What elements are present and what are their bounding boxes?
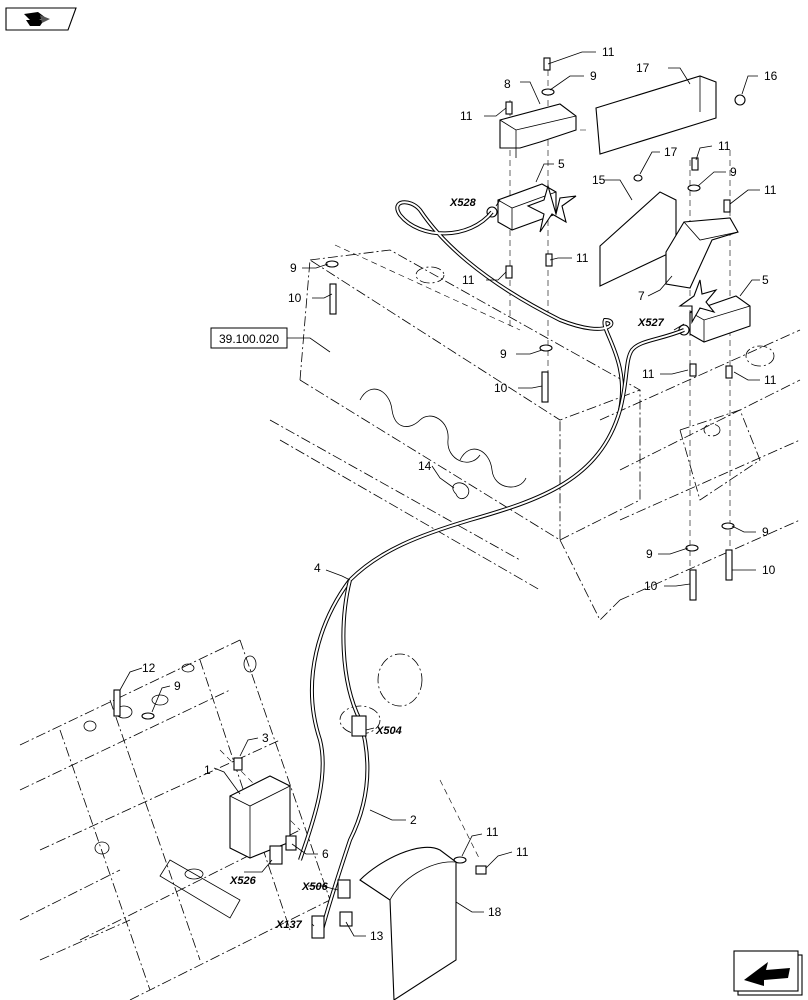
callout-label: 14 <box>418 459 432 473</box>
callout-label: 11 <box>642 367 655 381</box>
callout-label: 17 <box>664 145 678 159</box>
callout-label: 10 <box>762 563 776 577</box>
callout-label: 2 <box>410 813 417 827</box>
callout-label: 4 <box>314 561 321 575</box>
callout-label: 18 <box>488 905 502 919</box>
callout-label: 10 <box>494 381 508 395</box>
back-arrow-icon <box>744 962 790 986</box>
reference-box-label: 39.100.020 <box>219 332 279 346</box>
connector-label: X527 <box>637 317 665 329</box>
connector-label: X526 <box>229 875 257 887</box>
callout-label: 9 <box>500 347 507 361</box>
callout-label: 6 <box>322 847 329 861</box>
callout-label: 9 <box>290 261 297 275</box>
callout-label: 5 <box>762 273 769 287</box>
callout-label: 5 <box>558 157 565 171</box>
back-arrow-button[interactable] <box>733 950 803 996</box>
callout-label: 17 <box>636 61 650 75</box>
callout-label: 9 <box>730 165 737 179</box>
cover-16 <box>595 75 717 155</box>
callout-label: 13 <box>370 929 384 943</box>
callout-label: 11 <box>460 109 473 123</box>
sensor-5-upper <box>486 183 577 233</box>
callout-label: 11 <box>462 273 475 287</box>
bracket-8 <box>499 103 577 158</box>
connector-labels: X528 X527 X504 X526 X506 X137 <box>229 197 665 931</box>
connector-label: X528 <box>449 197 477 209</box>
chassis-frame <box>19 639 423 1000</box>
wiring-harness-4 <box>269 200 685 939</box>
cover-15 <box>599 191 677 287</box>
callout-label: 8 <box>504 77 511 91</box>
callout-label: 11 <box>764 183 777 197</box>
cover-18 <box>359 846 457 1000</box>
callout-label: 9 <box>646 547 653 561</box>
callout-label: 3 <box>262 731 269 745</box>
sensor-5-lower <box>678 279 751 343</box>
callout-label: 15 <box>592 173 606 187</box>
main-beam <box>269 249 801 621</box>
fasteners <box>113 57 746 875</box>
callout-label: 9 <box>762 525 769 539</box>
callout-labels: 11 9 8 11 17 16 5 17 11 9 11 15 9 10 11 … <box>142 45 778 943</box>
callout-label: 11 <box>486 825 499 839</box>
connector-label: X504 <box>375 725 402 737</box>
reference-box[interactable]: 39.100.020 <box>210 327 331 353</box>
callout-label: 9 <box>174 679 181 693</box>
bracket-7 <box>665 217 739 289</box>
callout-label: 16 <box>764 69 778 83</box>
callout-label: 1 <box>204 763 211 777</box>
callout-label: 11 <box>576 251 589 265</box>
callout-label: 7 <box>638 289 645 303</box>
callout-label: 10 <box>644 579 658 593</box>
connector-label: X506 <box>301 881 329 893</box>
callout-label: 11 <box>718 139 731 153</box>
callout-label: 11 <box>516 845 529 859</box>
leader-lines <box>119 51 760 937</box>
callout-label: 9 <box>590 69 597 83</box>
callout-label: 11 <box>764 373 777 387</box>
callout-label: 12 <box>142 661 156 675</box>
connector-label: X137 <box>275 919 303 931</box>
book-arrow-icon <box>24 12 50 26</box>
callout-label: 11 <box>602 45 615 59</box>
callout-label: 10 <box>288 291 302 305</box>
alignment-lines <box>219 70 731 861</box>
book-arrow-button[interactable] <box>5 7 77 31</box>
